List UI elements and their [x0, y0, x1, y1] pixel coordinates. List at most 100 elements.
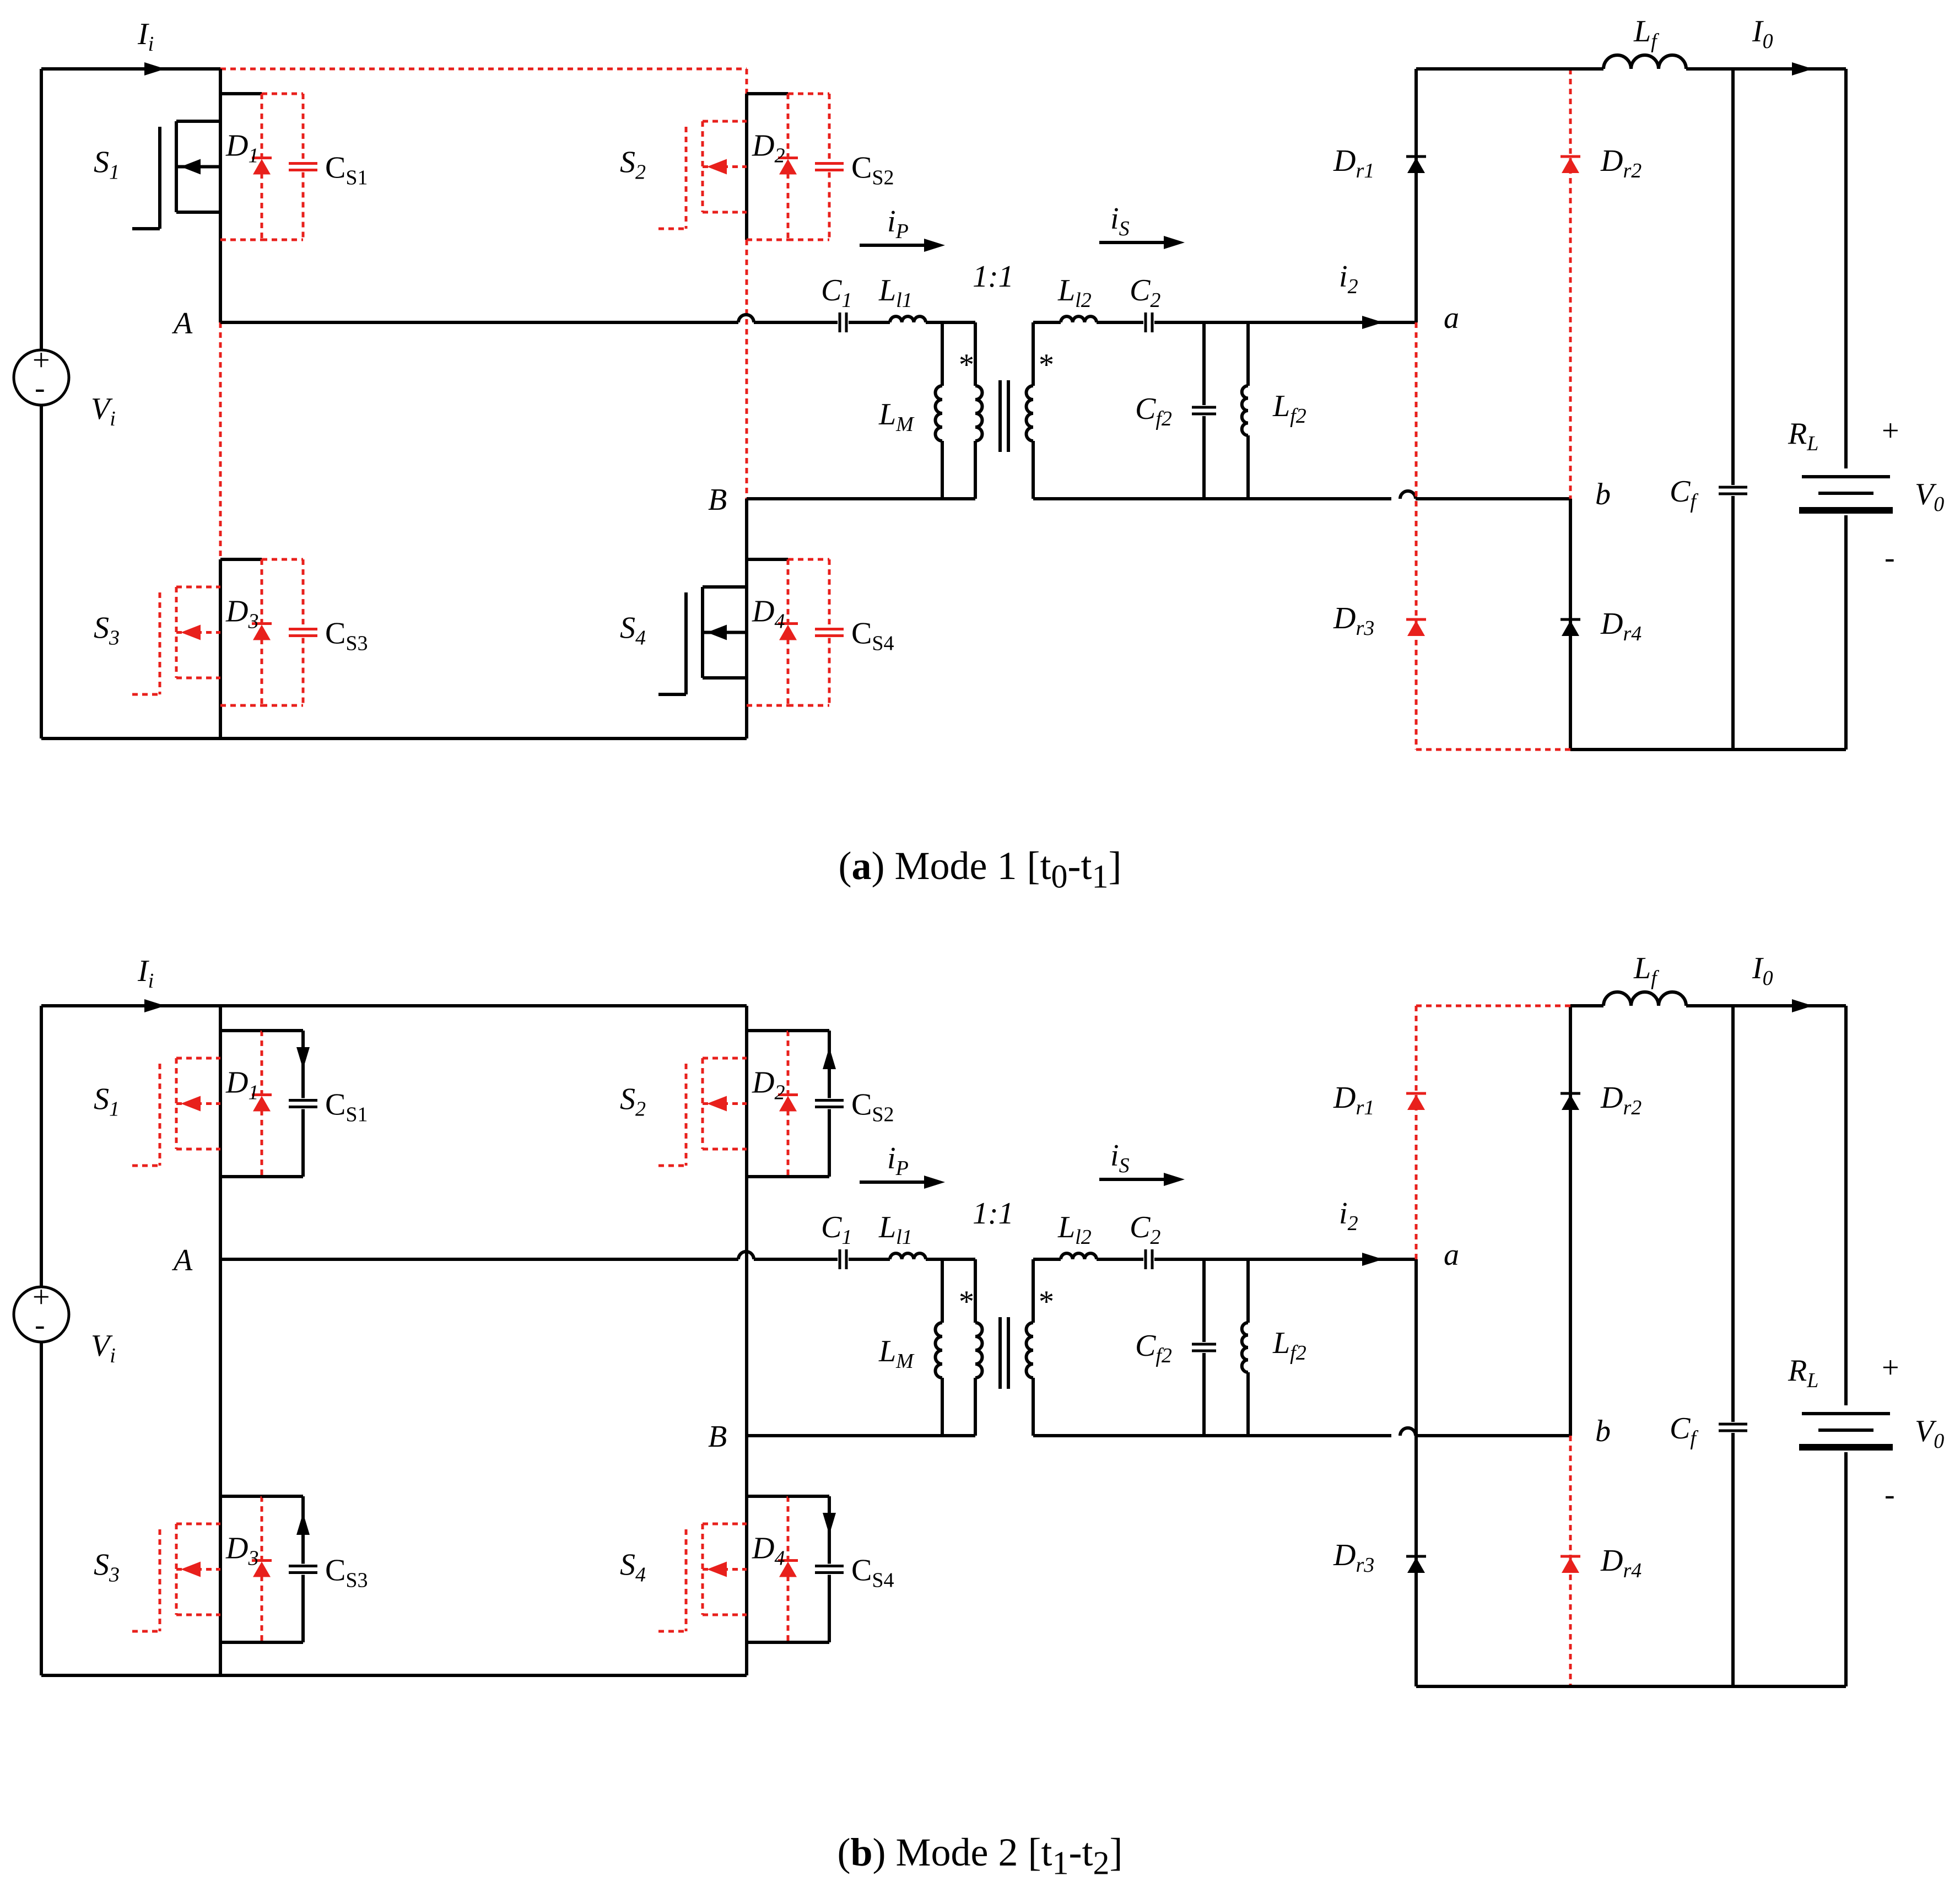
label-A: A [171, 306, 193, 341]
label-Cf2-main: C [1135, 392, 1156, 426]
label-S4-main: S [620, 611, 635, 645]
label-iS-main: i [1110, 202, 1119, 236]
label-Ii-sub: i [148, 33, 154, 56]
label-Dr3: Dr3 [1333, 601, 1374, 640]
label-b: b [1595, 477, 1611, 511]
label-D2-sub: 2 [774, 1081, 785, 1104]
diode-Dr3-triangle [1407, 621, 1425, 636]
label-Vi-main: V [91, 1329, 113, 1363]
transformer-primary [975, 1321, 984, 1379]
label-iS-main: i [1110, 1139, 1119, 1173]
load-plate-3 [1799, 507, 1893, 514]
label-CS2-sub: S2 [872, 1103, 894, 1126]
switch-S3-body-diode [252, 622, 272, 640]
i2-arrow-head [1362, 1253, 1383, 1266]
load-plate-3 [1799, 1444, 1893, 1451]
label-D3-main: D [225, 1532, 248, 1566]
inductor-LM [933, 1321, 943, 1379]
switch-S2-snubber-cap [815, 162, 844, 171]
label-Dr4-sub: r4 [1623, 1559, 1642, 1582]
switch-S4-body-diode-triangle [779, 1561, 797, 1577]
label-iP-sub: P [895, 220, 909, 243]
label-D3-main: D [225, 595, 248, 629]
vsource-minus: - [35, 371, 45, 405]
label-Dr3-sub: r3 [1356, 617, 1374, 640]
switch-S2-body-diode-triangle [779, 159, 797, 175]
switch-S3-body-arrow [181, 1561, 201, 1577]
switch-S2-body-arrow [707, 159, 727, 175]
diode-Dr4 [1561, 618, 1580, 636]
label-LM: LM [878, 1334, 915, 1373]
label-Lf2: Lf2 [1272, 389, 1306, 428]
diode-Dr3 [1406, 1555, 1426, 1573]
inductor-Lf [1602, 53, 1688, 69]
switch-S1-body-diode [252, 1093, 272, 1112]
diode-Dr2 [1561, 155, 1580, 173]
label-CS1: CS1 [325, 151, 368, 190]
is-arrow-head [1164, 1173, 1185, 1186]
switch-S4-cap-current-arrow [823, 1513, 836, 1535]
label-B: B [708, 1420, 727, 1454]
inductor-LM [933, 384, 943, 443]
is-arrow-head [1164, 236, 1185, 249]
label-V0-sub: 0 [1934, 1430, 1944, 1453]
label-S1: S1 [94, 1082, 120, 1121]
caption-t-start-sub: 0 [1051, 858, 1068, 895]
label-a: a [1444, 1238, 1459, 1272]
label-iS-sub: S [1119, 1154, 1130, 1177]
switch-S4-body-diode-triangle [779, 624, 797, 640]
label-D4-sub: 4 [774, 1547, 785, 1570]
label-Cf-main: C [1670, 475, 1691, 509]
label-Cf2: Cf2 [1135, 1329, 1172, 1367]
label-Ll2-main: L [1057, 273, 1075, 308]
label-CS1: CS1 [325, 1088, 368, 1126]
label-I0-main: I [1752, 951, 1764, 985]
label-CS2-sub: S2 [872, 166, 894, 190]
label-i2: i2 [1339, 260, 1358, 298]
cap-C2 [1144, 312, 1154, 332]
label-D1: D1 [225, 1066, 258, 1104]
switch-S4-snubber-cap [815, 628, 844, 637]
label-Lf-main: L [1633, 951, 1651, 985]
switch-S3-body-diode [252, 1559, 272, 1577]
label-Cf: Cf [1670, 475, 1698, 513]
label-RL: RL [1788, 417, 1818, 455]
label-Dr4-main: D [1600, 1544, 1623, 1578]
inductor-Ll1 [888, 315, 927, 323]
switch-S1-body-diode-triangle [253, 1096, 271, 1112]
label-CS2-main: C [851, 151, 872, 185]
vsource-plus: + [33, 343, 50, 378]
transformer-secondary [1024, 1321, 1034, 1379]
caption-t-start-sub: 1 [1052, 1845, 1069, 1882]
label-Dr1-main: D [1333, 144, 1356, 178]
label-S4: S4 [620, 611, 646, 650]
cap-C1 [838, 312, 848, 332]
label-RL-main: R [1788, 417, 1807, 451]
cap-Cf2 [1192, 406, 1216, 416]
label-CS2-main: C [851, 1088, 872, 1122]
diode-Dr1 [1406, 155, 1426, 173]
label-Dr4: Dr4 [1600, 1544, 1642, 1582]
label-C1-sub: 1 [841, 289, 852, 312]
label-Vi: Vi [91, 392, 116, 430]
label-D2: D2 [752, 1066, 785, 1104]
label-Dr1-main: D [1333, 1081, 1356, 1115]
label-D4-main: D [752, 595, 774, 629]
label-CS3: CS3 [325, 617, 368, 655]
label-Dr2-sub: r2 [1623, 1096, 1642, 1119]
switch-S4-body-diode [778, 622, 798, 640]
label-Lf2: Lf2 [1272, 1326, 1306, 1365]
label-Dr3: Dr3 [1333, 1538, 1374, 1577]
load-minus: - [1885, 1478, 1895, 1512]
voltage-source [12, 1285, 71, 1344]
label-Ii-main: I [137, 954, 149, 988]
label-Dr2-sub: r2 [1623, 159, 1642, 182]
input-current-arrow-head [144, 62, 165, 76]
label-LM-main: L [878, 1334, 896, 1368]
label-i2-main: i [1339, 260, 1348, 294]
label-CS3-sub: S3 [345, 1569, 368, 1592]
switch-S1-snubber-cap [289, 1099, 317, 1108]
label-D4-main: D [752, 1532, 774, 1566]
label-S2-main: S [620, 1082, 635, 1117]
